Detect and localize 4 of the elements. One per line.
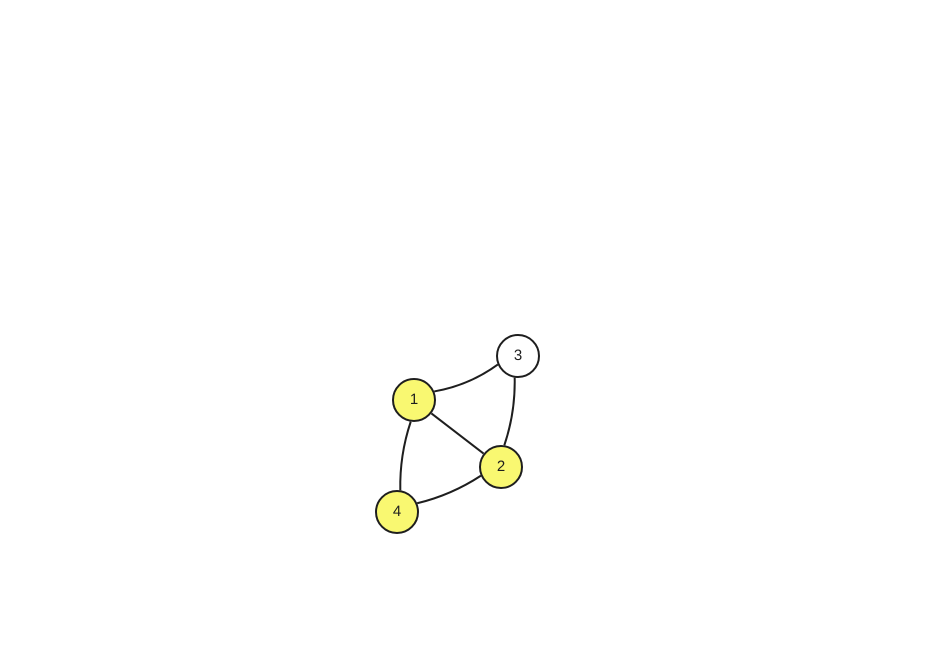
connector-line	[503, 378, 516, 446]
connector-line	[430, 412, 484, 454]
connector-line	[434, 364, 498, 392]
connector-line	[399, 421, 412, 490]
